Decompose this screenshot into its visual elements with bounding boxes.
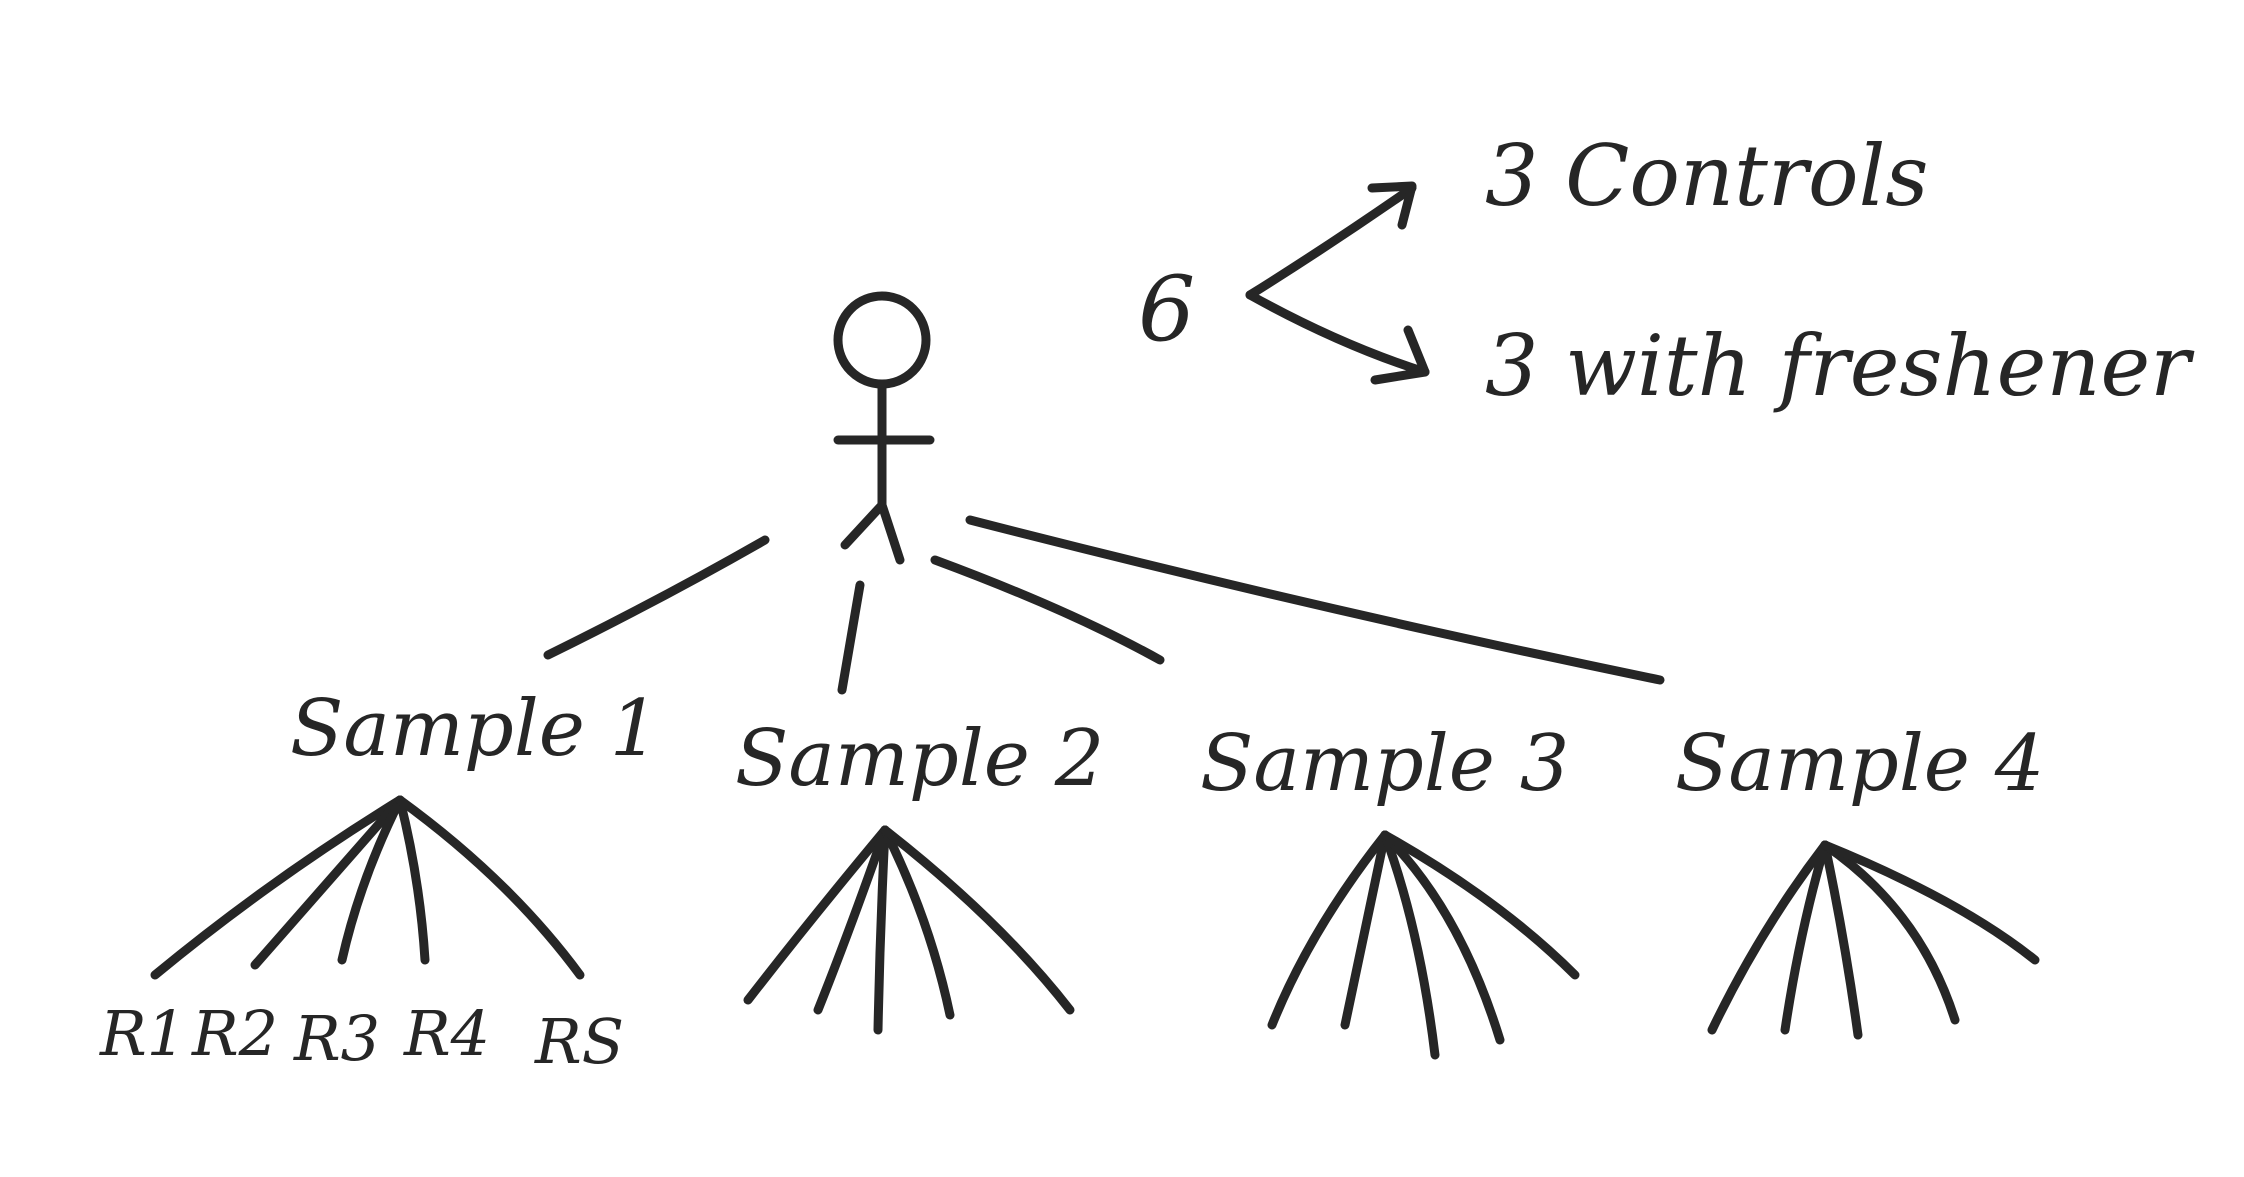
- branch-sample-2: [837, 580, 865, 695]
- sample-1-label: Sample 1: [290, 684, 659, 774]
- rep-line: [1780, 840, 1830, 1035]
- rep-line: [873, 825, 890, 1035]
- sample-2-replicates: [743, 825, 1075, 1035]
- replicate-rs-label: RS: [534, 1005, 624, 1078]
- replicate-r1-label: R1: [99, 997, 186, 1070]
- sample-3-label: Sample 3: [1200, 719, 1569, 809]
- rep-line: [337, 795, 405, 965]
- figure-leg-left: [840, 500, 887, 550]
- rep-line: [880, 825, 955, 1020]
- rep-line: [1340, 830, 1390, 1030]
- rep-line: [1380, 830, 1505, 1045]
- rep-line: [1820, 840, 2040, 965]
- branch-sample-4: [965, 515, 1665, 685]
- split-arrows: [1245, 181, 1430, 385]
- branch-sample-3: [930, 555, 1165, 665]
- rep-line: [1380, 830, 1580, 980]
- rep-line: [395, 795, 585, 980]
- rep-line: [743, 825, 890, 1005]
- replicate-r3-label: R3: [293, 1002, 380, 1075]
- group-controls-label: 3 Controls: [1485, 127, 1929, 225]
- split-arrow-up: [1245, 183, 1417, 300]
- sample-1-replicates: [150, 795, 585, 980]
- rep-line: [1380, 830, 1440, 1060]
- figure-head: [833, 291, 931, 389]
- arrow-up-head-icon: [1367, 181, 1417, 230]
- replicate-r2-label: R2: [191, 997, 278, 1070]
- split-count: 6: [1138, 257, 1195, 362]
- replicate-r4-label: R4: [403, 997, 490, 1070]
- rep-line: [395, 795, 430, 965]
- sample-3-replicates: [1267, 830, 1580, 1060]
- sample-branches: [543, 515, 1665, 695]
- arrow-down-head-icon: [1370, 325, 1430, 385]
- sample-4-label: Sample 4: [1675, 719, 2044, 809]
- rep-line: [150, 795, 405, 980]
- split-arrow-down: [1245, 290, 1430, 377]
- figure-leg-right: [877, 500, 905, 565]
- branch-sample-1: [543, 535, 770, 660]
- rep-line: [250, 795, 405, 970]
- rep-line: [1707, 840, 1830, 1035]
- rep-line: [1267, 830, 1390, 1030]
- rep-line: [1820, 840, 1960, 1025]
- stick-figure-icon: [833, 291, 935, 565]
- sample-2-label: Sample 2: [735, 714, 1104, 804]
- rep-line: [813, 825, 890, 1015]
- sample-4-replicates: [1707, 840, 2040, 1040]
- rep-line: [1820, 840, 1863, 1040]
- group-freshener-label: 3 with freshener: [1485, 317, 2195, 415]
- rep-line: [880, 825, 1075, 1015]
